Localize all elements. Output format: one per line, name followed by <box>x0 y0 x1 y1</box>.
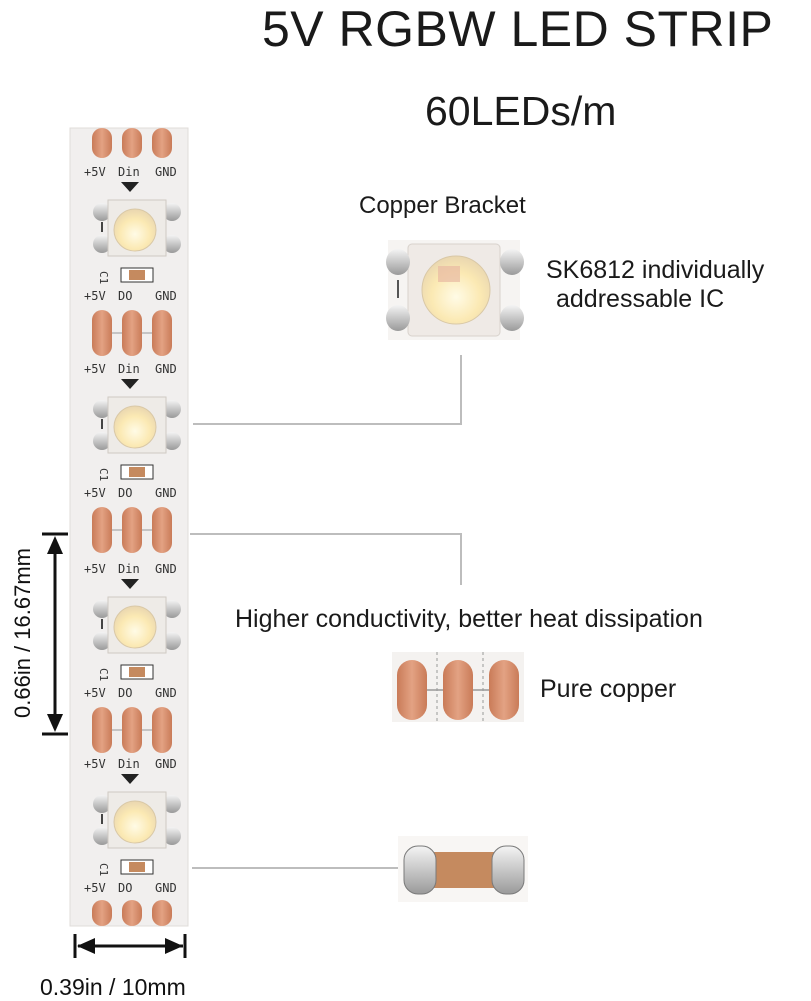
data-arrow-icon <box>121 182 139 192</box>
strip-bottom-label: GND <box>155 686 177 700</box>
strip-bottom-label: DO <box>118 881 132 895</box>
copper-cut-pad <box>122 310 142 356</box>
copper-cut-pad <box>122 507 142 553</box>
strip-bottom-label: DO <box>118 686 132 700</box>
strip-top-label: +5V <box>84 165 106 179</box>
strip-top-label: +5V <box>84 562 106 576</box>
pitch-dimension-arrow <box>42 532 68 736</box>
capacitor-label: C1 <box>97 468 110 481</box>
led-chip-inset <box>386 240 524 340</box>
ic-label-line2: addressable IC <box>556 285 725 313</box>
data-arrow-icon <box>121 379 139 389</box>
strip-bottom-label: +5V <box>84 881 106 895</box>
strip-top-label: GND <box>155 757 177 771</box>
copper-cut-pad <box>122 707 142 753</box>
data-arrow-icon <box>121 579 139 589</box>
led-lens <box>113 208 157 252</box>
width-dimension-arrow <box>73 934 187 958</box>
strip-top-label: GND <box>155 562 177 576</box>
capacitor-inset <box>398 836 528 902</box>
conductivity-label: Higher conductivity, better heat dissipa… <box>235 605 703 633</box>
strip-bottom-label: +5V <box>84 686 106 700</box>
strip-top-label: +5V <box>84 362 106 376</box>
strip-bottom-label: +5V <box>84 289 106 303</box>
page-title: 5V RGBW LED STRIP <box>262 1 774 57</box>
strip-bottom-label: GND <box>155 881 177 895</box>
strip-top-label: Din <box>118 562 140 576</box>
strip-bottom-label: +5V <box>84 486 106 500</box>
led-lens <box>113 605 157 649</box>
copper-cut-pad <box>92 707 112 753</box>
copper-pads-bottom <box>92 900 172 926</box>
copper-cut-pad <box>92 310 112 356</box>
strip-top-label: Din <box>118 165 140 179</box>
capacitor-label: C1 <box>97 271 110 284</box>
copper-cut-pad <box>152 507 172 553</box>
strip-top-label: GND <box>155 362 177 376</box>
strip-top-label: Din <box>118 362 140 376</box>
pure-copper-label: Pure copper <box>540 675 677 703</box>
copper-cut-pad <box>152 707 172 753</box>
led-lens <box>113 405 157 449</box>
pitch-dimension-label: 0.66in / 16.67mm <box>10 548 35 718</box>
copper-bracket-label: Copper Bracket <box>359 192 526 219</box>
width-dimension-label: 0.39in / 10mm <box>40 974 186 1000</box>
strip-bottom-label: GND <box>155 289 177 303</box>
led-lens <box>113 800 157 844</box>
strip-top-label: +5V <box>84 757 106 771</box>
copper-pads-top <box>92 128 172 158</box>
strip-bottom-label: DO <box>118 486 132 500</box>
capacitor-label: C1 <box>97 863 110 876</box>
data-arrow-icon <box>121 774 139 784</box>
leader-lines <box>190 355 462 869</box>
strip-bottom-label: GND <box>155 486 177 500</box>
copper-cut-pad <box>152 310 172 356</box>
strip-top-label: Din <box>118 757 140 771</box>
page-subtitle: 60LEDs/m <box>425 88 617 134</box>
capacitor-label: C1 <box>97 668 110 681</box>
strip-top-label: GND <box>155 165 177 179</box>
strip-bottom-label: DO <box>118 289 132 303</box>
copper-cut-pad <box>92 507 112 553</box>
ic-label-line1: SK6812 individually <box>546 256 765 284</box>
pure-copper-inset <box>392 652 524 722</box>
